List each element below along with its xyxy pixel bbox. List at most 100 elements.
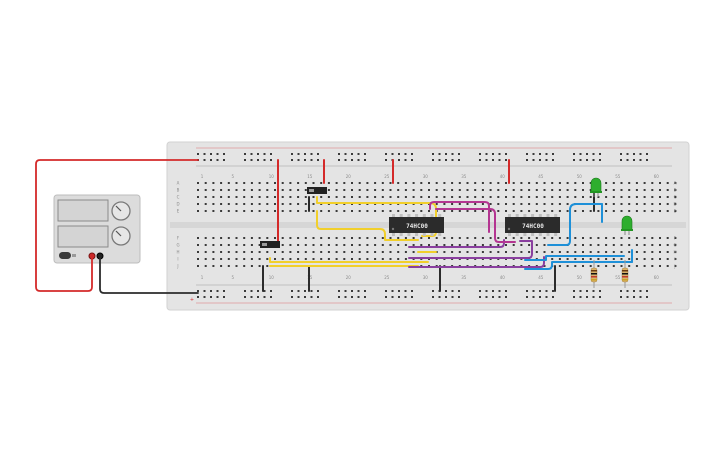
hole[interactable] — [366, 251, 369, 253]
rail-hole[interactable] — [223, 159, 225, 161]
rail-hole[interactable] — [451, 153, 454, 155]
hole[interactable] — [589, 258, 592, 260]
hole[interactable] — [481, 189, 484, 191]
hole[interactable] — [458, 203, 461, 205]
rail-hole[interactable] — [505, 296, 507, 298]
rail-hole[interactable] — [492, 290, 494, 292]
hole[interactable] — [520, 244, 523, 246]
hole[interactable] — [620, 258, 623, 260]
green-led-icon[interactable] — [621, 215, 633, 235]
hole[interactable] — [404, 244, 407, 246]
hole[interactable] — [474, 244, 477, 246]
hole[interactable] — [512, 182, 515, 184]
rail-hole[interactable] — [250, 159, 253, 161]
green-led-icon[interactable] — [590, 177, 602, 197]
hole[interactable] — [243, 203, 246, 205]
rail-hole[interactable] — [385, 153, 387, 155]
hole[interactable] — [620, 265, 623, 267]
hole[interactable] — [304, 189, 307, 191]
hole[interactable] — [258, 237, 261, 239]
purple-wire[interactable] — [408, 256, 545, 268]
hole[interactable] — [474, 196, 477, 198]
rail-hole[interactable] — [391, 290, 394, 292]
hole[interactable] — [412, 251, 415, 253]
rail-hole[interactable] — [263, 296, 266, 298]
hole[interactable] — [574, 196, 577, 198]
hole[interactable] — [566, 189, 569, 191]
hole[interactable] — [666, 265, 669, 267]
rail-hole[interactable] — [445, 290, 447, 292]
hole[interactable] — [327, 210, 330, 212]
hole[interactable] — [612, 182, 615, 184]
hole[interactable] — [320, 244, 323, 246]
hole[interactable] — [420, 196, 423, 198]
hole[interactable] — [274, 189, 276, 191]
rail-hole[interactable] — [263, 153, 266, 155]
hole[interactable] — [258, 210, 261, 212]
rail-hole[interactable] — [573, 159, 575, 161]
rail-hole[interactable] — [458, 296, 460, 298]
rail-hole[interactable] — [297, 296, 300, 298]
hole[interactable] — [235, 210, 238, 212]
hole[interactable] — [397, 189, 400, 191]
wires[interactable] — [35, 159, 633, 294]
hole[interactable] — [474, 203, 477, 205]
hole[interactable] — [358, 210, 361, 212]
positive-supply-wire[interactable] — [35, 159, 199, 292]
hole[interactable] — [566, 182, 569, 184]
hole[interactable] — [397, 237, 400, 239]
hole[interactable] — [643, 237, 646, 239]
rail-hole[interactable] — [599, 290, 601, 292]
hole[interactable] — [481, 210, 484, 212]
hole[interactable] — [227, 258, 230, 260]
hole[interactable] — [651, 182, 654, 184]
hole[interactable] — [335, 244, 338, 246]
hole[interactable] — [628, 182, 631, 184]
hole[interactable] — [466, 244, 469, 246]
hole[interactable] — [297, 258, 300, 260]
rail-hole[interactable] — [338, 159, 340, 161]
hole[interactable] — [505, 237, 507, 239]
hole[interactable] — [582, 189, 584, 191]
rail-hole[interactable] — [385, 159, 387, 161]
hole[interactable] — [374, 210, 377, 212]
hole[interactable] — [351, 210, 353, 212]
hole[interactable] — [312, 237, 315, 239]
hole[interactable] — [497, 196, 500, 198]
rail-hole[interactable] — [445, 153, 447, 155]
hole[interactable] — [620, 189, 623, 191]
hole[interactable] — [474, 251, 477, 253]
hole[interactable] — [528, 251, 531, 253]
rail-hole[interactable] — [552, 296, 554, 298]
hole[interactable] — [566, 196, 569, 198]
hole[interactable] — [381, 189, 384, 191]
rail-hole[interactable] — [398, 290, 400, 292]
slide-switch-icon[interactable] — [307, 187, 327, 194]
hole[interactable] — [289, 251, 292, 253]
hole[interactable] — [558, 210, 561, 212]
hole[interactable] — [589, 196, 592, 198]
hole[interactable] — [281, 251, 284, 253]
hole[interactable] — [651, 244, 654, 246]
hole[interactable] — [643, 258, 646, 260]
hole[interactable] — [443, 210, 446, 212]
hole[interactable] — [551, 189, 554, 191]
rail-hole[interactable] — [351, 153, 353, 155]
purple-wire[interactable] — [408, 239, 505, 248]
rail-hole[interactable] — [216, 296, 219, 298]
hole[interactable] — [512, 237, 515, 239]
hole[interactable] — [397, 244, 400, 246]
rail-hole[interactable] — [364, 159, 366, 161]
hole[interactable] — [551, 196, 554, 198]
hole[interactable] — [289, 182, 292, 184]
hole[interactable] — [582, 210, 584, 212]
hole[interactable] — [197, 210, 199, 212]
hole[interactable] — [297, 189, 300, 191]
rail-hole[interactable] — [257, 153, 259, 155]
hole[interactable] — [197, 251, 199, 253]
resistor-icon[interactable] — [621, 260, 629, 288]
rail-hole[interactable] — [479, 296, 481, 298]
rail-hole[interactable] — [210, 296, 212, 298]
hole[interactable] — [227, 189, 230, 191]
hole[interactable] — [643, 182, 646, 184]
